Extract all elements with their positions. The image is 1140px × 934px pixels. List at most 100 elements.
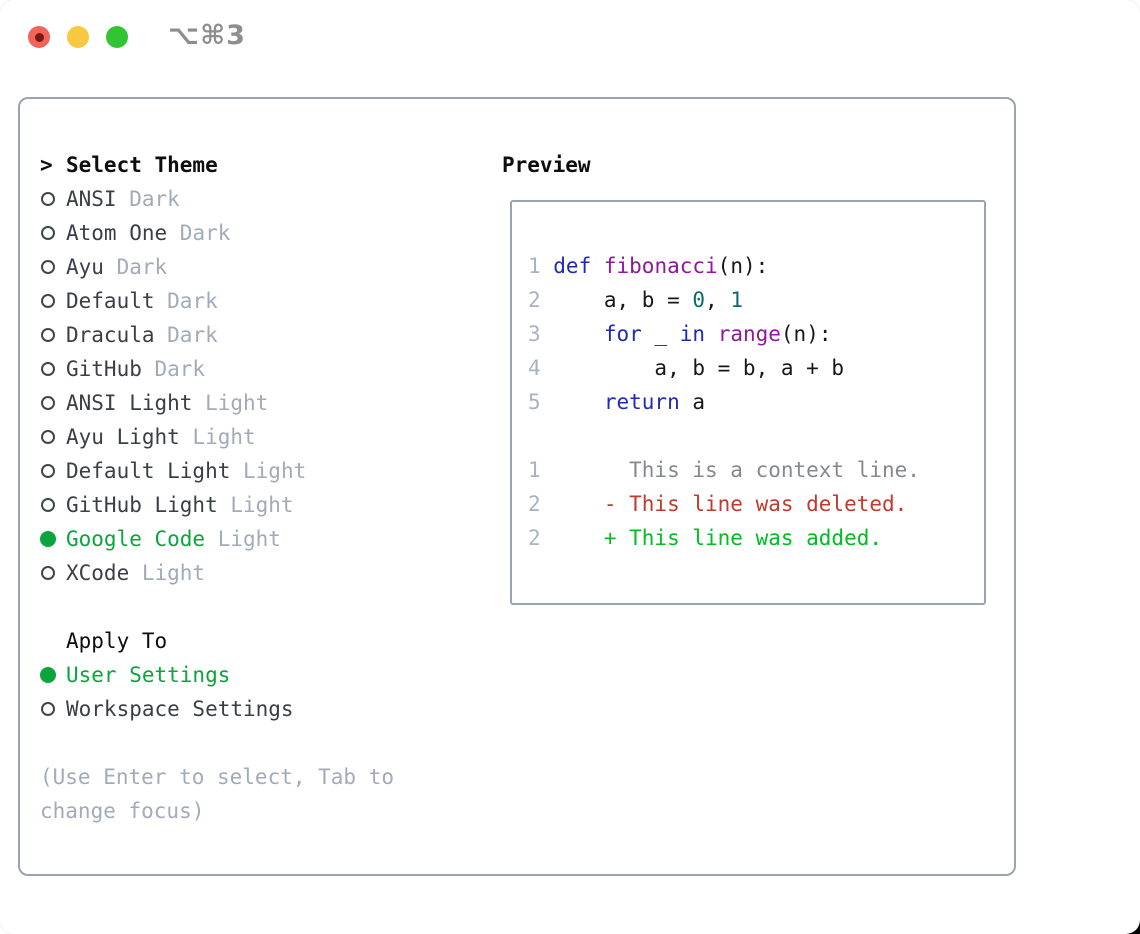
theme-item[interactable]: XCode Light [40, 556, 472, 590]
line-number: 2 [528, 526, 541, 550]
code-token-kw: return [603, 390, 680, 414]
theme-variant-label: Light [192, 391, 269, 415]
line-number: 3 [528, 322, 541, 346]
theme-variant-label: Dark [116, 187, 180, 211]
theme-item-label: Atom One [66, 221, 168, 245]
theme-variant-label: Light [217, 493, 294, 517]
radio-unselected-icon [41, 566, 55, 580]
line-number: 5 [528, 390, 541, 414]
radio-unselected-icon [41, 702, 55, 716]
theme-item[interactable]: Ayu Dark [40, 250, 472, 284]
radio-marker [40, 702, 66, 716]
code-token-pln: (n): [780, 322, 832, 346]
radio-unselected-icon [41, 260, 55, 274]
theme-item[interactable]: Ayu Light Light [40, 420, 472, 454]
radio-unselected-icon [41, 498, 55, 512]
theme-variant-label: Dark [154, 323, 218, 347]
code-token-add: + This line was added. [553, 526, 883, 550]
theme-item-label: Default [66, 289, 155, 313]
code-token-lit: 1 [730, 288, 743, 312]
radio-unselected-icon [41, 294, 55, 308]
radio-unselected-icon [41, 192, 55, 206]
code-token-del: - This line was deleted. [553, 492, 908, 516]
minimize-button[interactable] [67, 26, 89, 48]
apply-to-option-label: Workspace Settings [66, 697, 294, 721]
select-theme-header: > Select Theme [40, 148, 472, 182]
theme-item[interactable]: ANSI Dark [40, 182, 472, 216]
spacer [40, 726, 472, 760]
theme-item[interactable]: Default Light Light [40, 454, 472, 488]
line-number: 1 [528, 458, 541, 482]
code-line: 1 This is a context line. [528, 453, 972, 487]
apply-to-option-label: User Settings [66, 663, 231, 687]
code-line [528, 419, 972, 453]
code-token-pln: a, b = [553, 288, 693, 312]
radio-unselected-icon [41, 430, 55, 444]
theme-item[interactable]: Default Dark [40, 284, 472, 318]
code-line: 2 + This line was added. [528, 521, 972, 555]
code-line: 3 for _ in range(n): [528, 317, 972, 351]
code-token-kw: for [603, 322, 642, 346]
theme-item[interactable]: GitHub Light Light [40, 488, 472, 522]
code-token-pln: a, b = b, a + b [553, 356, 845, 380]
theme-item[interactable]: GitHub Dark [40, 352, 472, 386]
code-token-kw: in [679, 322, 706, 346]
code-token-pln: (n): [717, 254, 769, 278]
theme-item[interactable]: Dracula Dark [40, 318, 472, 352]
theme-item-label: GitHub [66, 357, 142, 381]
code-token-lit: 0 [692, 288, 706, 312]
theme-item-label: GitHub Light [66, 493, 218, 517]
radio-marker [40, 531, 66, 547]
theme-variant-label: Dark [103, 255, 168, 279]
radio-unselected-icon [41, 328, 55, 342]
theme-item[interactable]: Atom One Dark [40, 216, 472, 250]
radio-unselected-icon [41, 396, 55, 410]
radio-marker [40, 396, 66, 410]
theme-variant-label: Light [179, 425, 256, 449]
code-token-ctx: This is a context line. [553, 458, 920, 482]
code-line: 4 a, b = b, a + b [528, 351, 972, 385]
theme-item-label: Ayu [66, 255, 104, 279]
code-token-pln: , [705, 288, 731, 312]
code-token-typ: range [717, 322, 781, 346]
code-line: 2 a, b = 0, 1 [528, 283, 972, 317]
zoom-button[interactable] [106, 26, 128, 48]
apply-to-option[interactable]: User Settings [40, 658, 472, 692]
apply-to-title: Apply To [66, 629, 168, 653]
code-token-kw: def [553, 254, 592, 278]
radio-unselected-icon [41, 362, 55, 376]
radio-marker [40, 226, 66, 240]
theme-item[interactable]: Google Code Light [40, 522, 472, 556]
apply-to-option[interactable]: Workspace Settings [40, 692, 472, 726]
radio-selected-icon [40, 531, 56, 547]
close-button[interactable] [28, 26, 50, 48]
theme-item-label: ANSI [66, 187, 117, 211]
spacer [40, 590, 472, 624]
theme-item-label: XCode [66, 561, 130, 585]
theme-variant-label: Dark [167, 221, 231, 245]
theme-variant-label: Dark [154, 289, 218, 313]
radio-selected-icon [40, 667, 56, 683]
radio-marker [40, 498, 66, 512]
line-number: 1 [528, 254, 541, 278]
code-token-pln [553, 322, 604, 346]
radio-marker [40, 667, 66, 683]
theme-item[interactable]: ANSI Light Light [40, 386, 472, 420]
theme-item-label: Google Code [66, 527, 206, 551]
record-dot-icon [34, 32, 44, 42]
code-token-pln: _ [641, 322, 680, 346]
cursor-marker: > [40, 148, 66, 182]
code-line: 5 return a [528, 385, 972, 419]
theme-variant-label: Light [205, 527, 281, 551]
preview-heading: Preview [502, 153, 591, 177]
radio-unselected-icon [41, 464, 55, 478]
theme-item-label: Default Light [66, 459, 231, 483]
radio-marker [40, 192, 66, 206]
radio-marker [40, 328, 66, 342]
code-token-pln [553, 390, 604, 414]
